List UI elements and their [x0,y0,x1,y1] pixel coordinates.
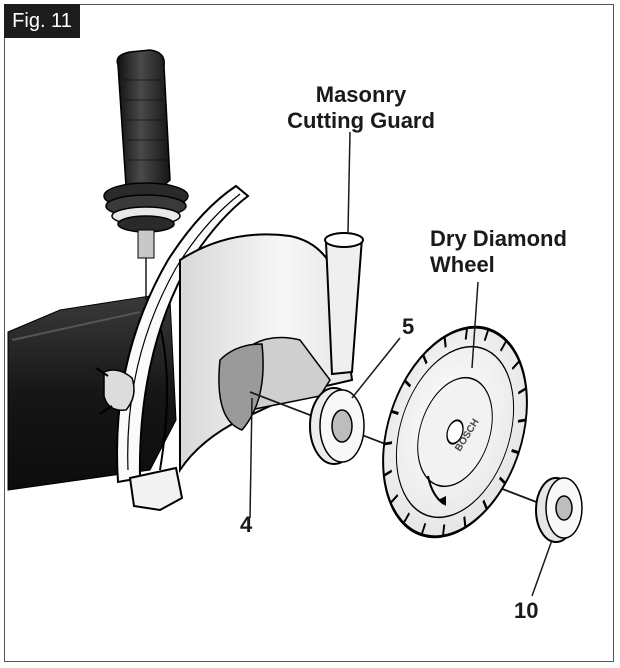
callout-masonry-cutting-guard: Masonry Cutting Guard [286,82,436,134]
wheel-segment-gap [483,328,490,341]
wheel-segment-gap [383,441,393,446]
wheel-segment-gap [517,418,527,423]
callout-wheel-line1: Dry Diamond [430,226,567,251]
wheel-segment-gap [390,493,399,505]
wheel-segment-gap [518,387,527,395]
wheel-segment-gap [498,476,506,485]
callout-part-5: 5 [402,314,415,339]
wheel-segment-gap [464,327,469,340]
wheel-segment-gap [443,336,447,348]
wheel-segment-gap [390,409,399,416]
callout-wheel-line2: Wheel [430,252,495,277]
figure-frame [4,4,614,662]
callout-guard-line2: Cutting Guard [287,108,435,133]
wheel-segment-gap [463,516,467,528]
leader-4 [249,397,253,519]
leader-wheel [471,281,479,369]
arrow-head-icon [438,496,446,506]
wheel-segment-gap [402,512,410,525]
wheel-segment-gap [422,353,428,365]
side-handle [103,49,189,300]
wheel-segment-gap [441,524,446,537]
figure-label: Fig. 11 [4,4,80,38]
flange-5 [309,387,365,465]
leader-lines [249,131,553,597]
leader-5 [351,337,401,399]
leader-10 [531,539,553,597]
locknut-10 [535,477,583,543]
wheel-segment-gap [500,339,508,352]
wheel-segment-gap [383,469,392,477]
leader-guard [347,131,351,233]
callout-part-10: 10 [514,598,539,623]
wheel-segment-gap [511,448,520,455]
wheel-segment-gap [420,523,427,536]
masonry-cutting-guard [95,184,364,512]
dry-diamond-wheel [382,325,528,539]
wheel-segment-gap [511,359,520,371]
callout-guard-line1: Masonry [315,82,407,107]
wheel-segment-gap [482,499,488,511]
callout-dry-diamond-wheel: Dry Diamond Wheel [430,226,567,278]
wheel-segment-gap [404,379,412,388]
callout-part-4: 4 [240,512,253,537]
